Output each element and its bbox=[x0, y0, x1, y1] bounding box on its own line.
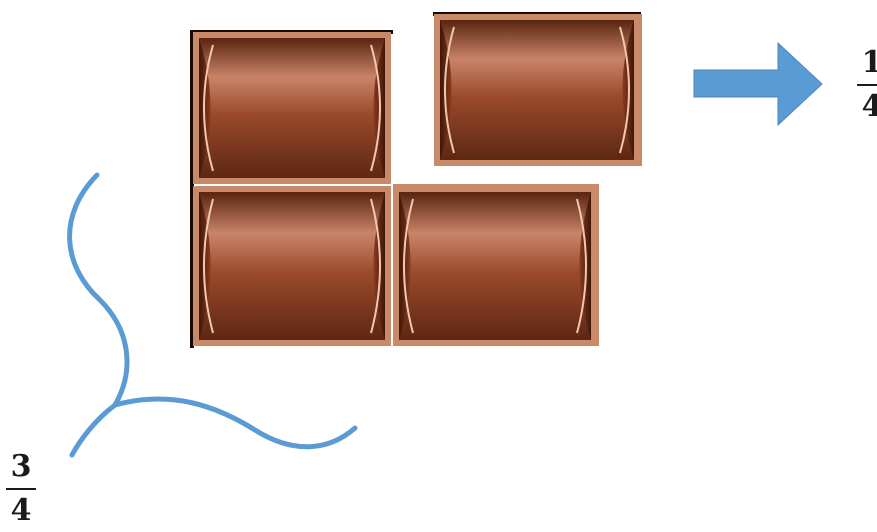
chocolate-piece-bottom-left bbox=[193, 186, 391, 346]
fraction-denominator: 4 bbox=[857, 92, 877, 122]
chocolate-piece-bottom-right bbox=[393, 184, 599, 346]
fraction-numerator: 1 bbox=[857, 48, 877, 78]
fraction-numerator: 3 bbox=[6, 452, 36, 482]
fraction-denominator: 4 bbox=[6, 496, 36, 526]
chocolate-piece-detached bbox=[433, 12, 642, 166]
fraction-bar bbox=[6, 488, 36, 490]
chocolate-piece-top-left bbox=[193, 32, 391, 184]
fraction-remaining: 3 4 bbox=[6, 452, 36, 526]
arrow-right-icon bbox=[694, 43, 822, 125]
fraction-moved: 1 4 bbox=[857, 48, 877, 122]
fraction-bar bbox=[857, 84, 877, 86]
